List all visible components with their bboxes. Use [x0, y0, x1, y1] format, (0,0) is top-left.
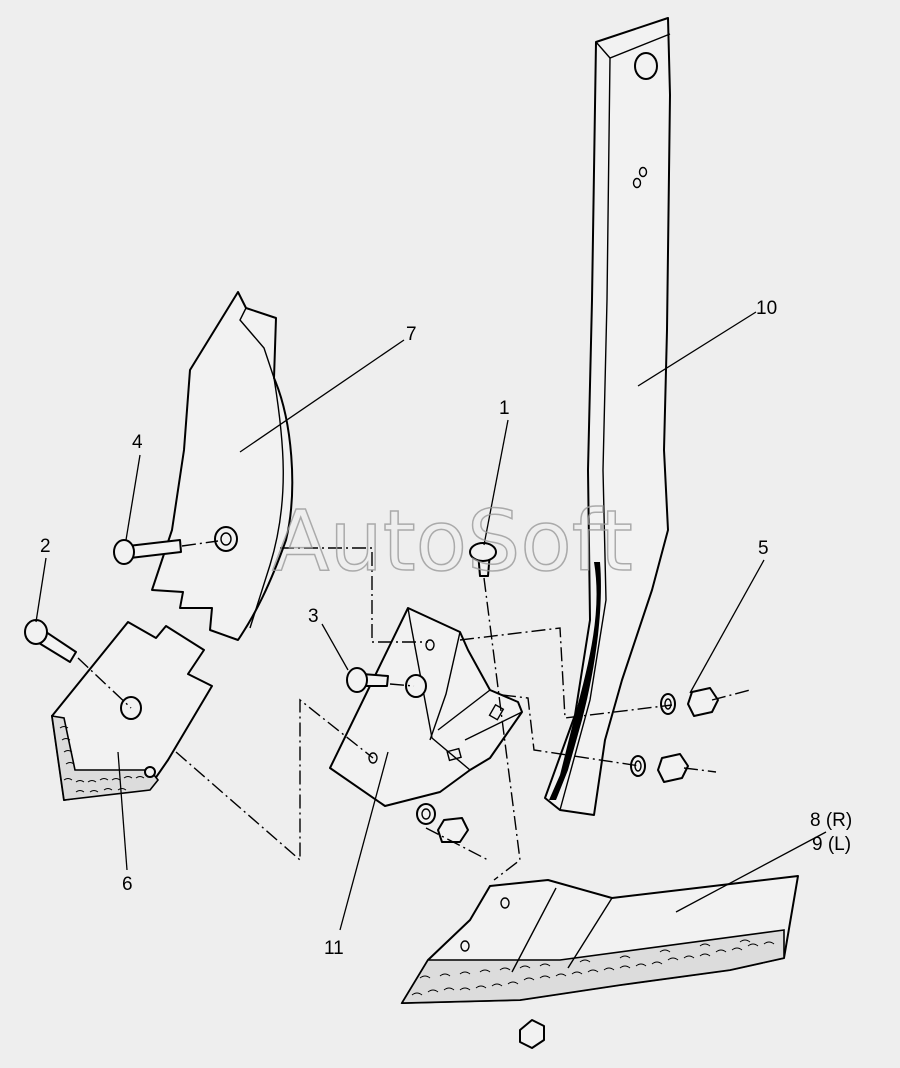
- callout-11: 11: [324, 938, 344, 959]
- bolt-part-2: [24, 619, 77, 663]
- callout-1: 1: [499, 398, 510, 419]
- part-10-shank: [544, 17, 671, 816]
- part-6-point: [51, 621, 213, 801]
- part-11-center-piece: [329, 607, 523, 807]
- part-8-9-share: [400, 875, 799, 1004]
- callout-3: 3: [308, 606, 319, 627]
- callout-9: 9 (L): [812, 834, 851, 855]
- callout-5: 5: [758, 538, 769, 559]
- watermark-text: AutoSoft: [272, 492, 633, 590]
- part-7-upper-plate: [151, 291, 294, 641]
- assembly-centerlines: [77, 540, 751, 881]
- bolt-part-4: [113, 539, 182, 565]
- callout-8: 8 (R): [810, 810, 852, 831]
- callout-10: 10: [756, 298, 777, 319]
- callout-4: 4: [132, 432, 143, 453]
- bolt-part-3: [346, 667, 427, 698]
- callout-2: 2: [40, 536, 51, 557]
- washers-nuts-part-5: [416, 687, 719, 1049]
- bolt-part-1: [469, 542, 497, 577]
- callout-6: 6: [122, 874, 133, 895]
- leader-lines: [35, 311, 827, 931]
- callout-7: 7: [406, 324, 417, 345]
